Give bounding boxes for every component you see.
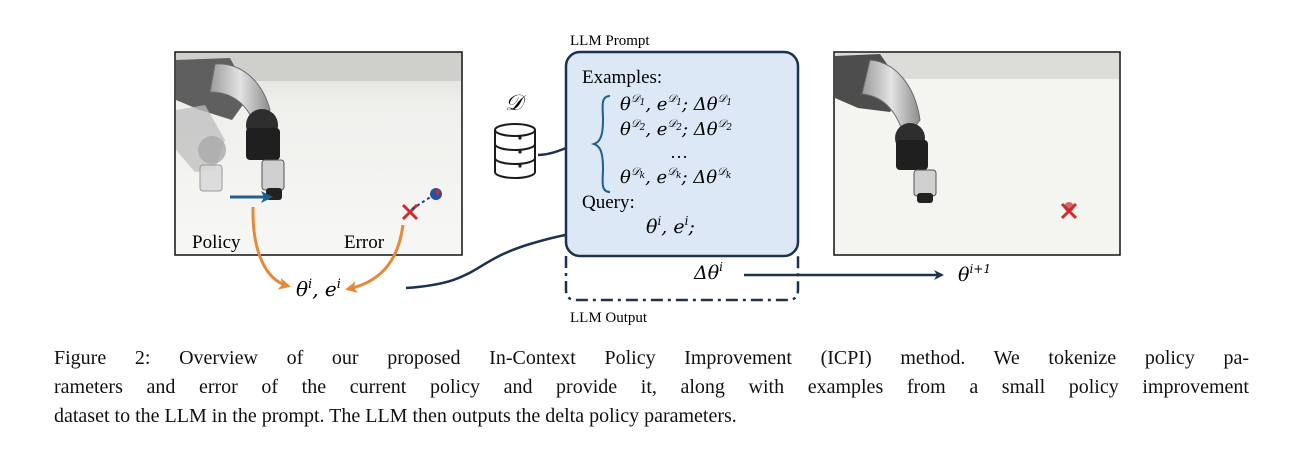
error-label: Error — [344, 232, 385, 253]
target-marker-icon — [1060, 202, 1078, 220]
query-line: θi, ei; — [646, 214, 695, 238]
current-state-label: θi, ei — [296, 277, 341, 301]
examples-brace — [590, 95, 611, 193]
policy-label: Policy — [192, 232, 241, 253]
policy-to-state-arrow — [251, 206, 291, 290]
dataset-symbol: 𝒟 — [505, 91, 527, 116]
caption-line-3: dataset to the LLM in the prompt. The LL… — [54, 405, 737, 427]
example-line-1: θ𝒟1, e𝒟1; Δθ𝒟1 — [620, 92, 732, 115]
llm-prompt-box — [564, 50, 800, 258]
llm-output-box — [564, 256, 800, 302]
robot-arm-icon — [176, 58, 285, 200]
example-line-2: θ𝒟2, e𝒟2; Δθ𝒟2 — [620, 117, 732, 140]
robot-arm-icon — [835, 54, 937, 203]
prompt-box-title: LLM Prompt — [570, 33, 650, 49]
caption-line-2: rameters and error of the current policy… — [54, 376, 1249, 398]
error-marker-icon — [401, 188, 442, 221]
left-scene-image: Policy Error — [174, 51, 463, 256]
dataset-icon: 𝒟 — [494, 91, 536, 179]
error-to-state-arrow — [345, 224, 405, 293]
figure-caption: Figure 2: Overview of our proposed In-Co… — [54, 344, 1249, 431]
caption-line-1: Figure 2: Overview of our proposed In-Co… — [54, 347, 1249, 369]
output-delta-label: Δθi — [693, 260, 723, 284]
next-params-label: θi+1 — [958, 262, 991, 286]
right-scene-image — [833, 51, 1121, 256]
icpi-figure: Policy Error θi, ei 𝒟 LLM Prompt LLM Out… — [174, 33, 1121, 326]
examples-heading: Examples: — [582, 67, 662, 88]
example-ellipsis: … — [670, 142, 688, 162]
example-line-k: θ𝒟k, e𝒟k; Δθ𝒟k — [620, 165, 731, 188]
query-heading: Query: — [582, 192, 635, 213]
output-box-title: LLM Output — [570, 310, 648, 326]
